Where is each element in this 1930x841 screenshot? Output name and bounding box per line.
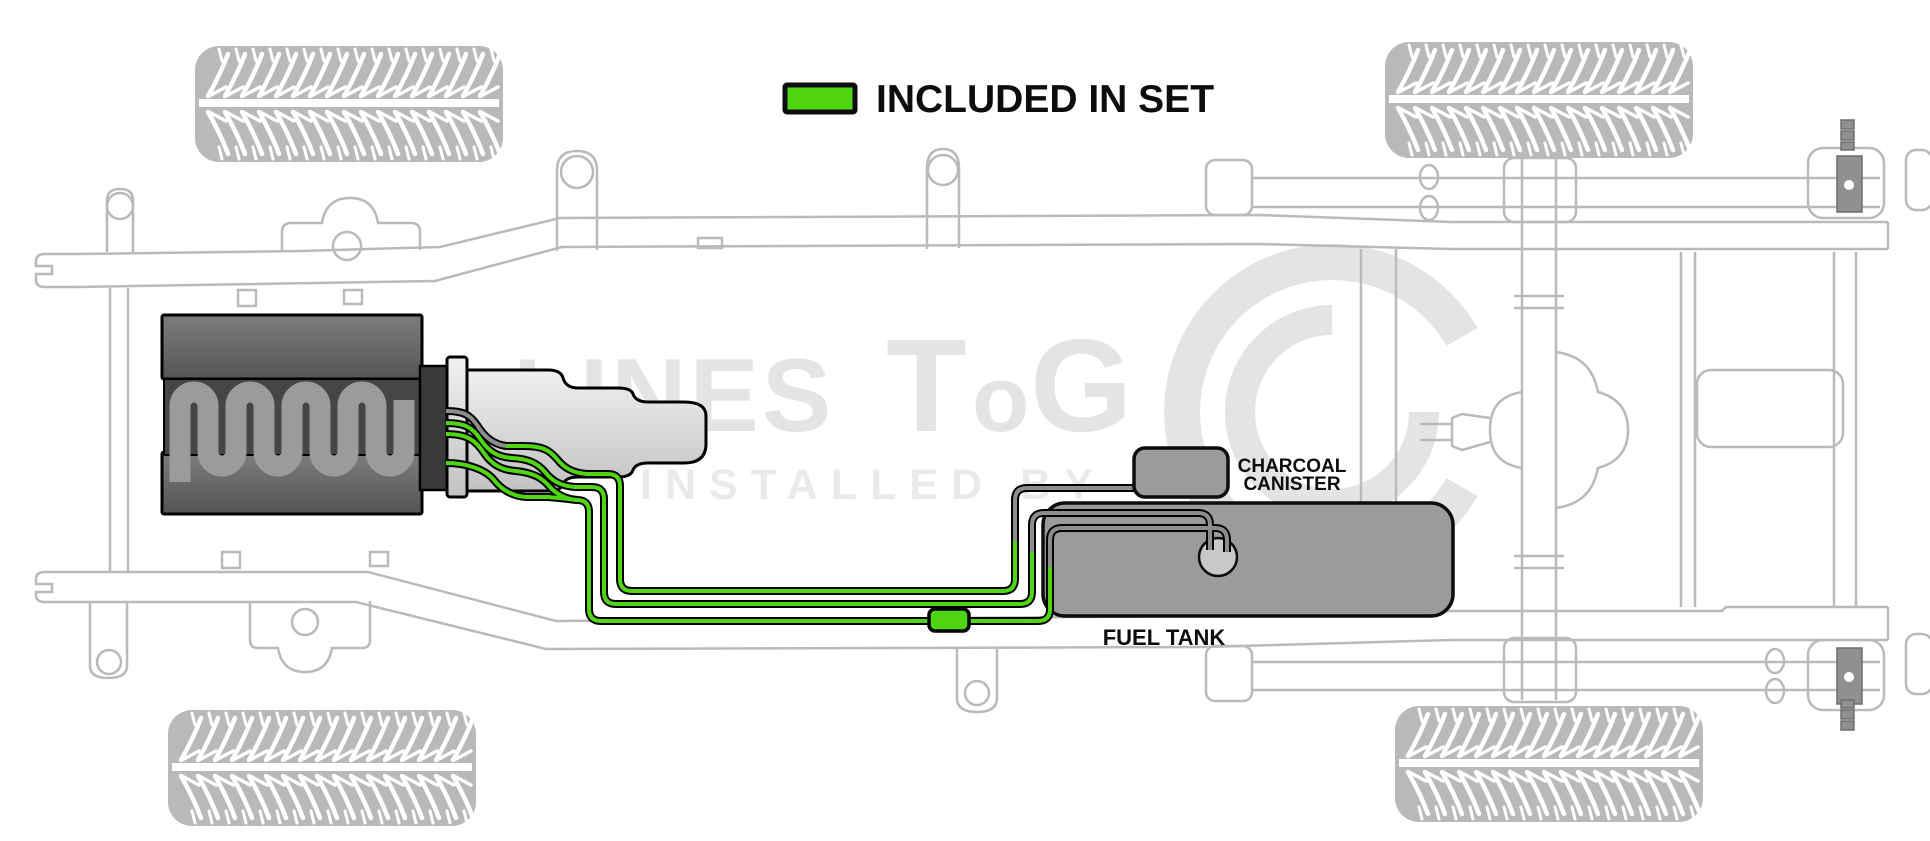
mount-hole — [290, 607, 320, 637]
body-mount-bracket — [555, 149, 599, 251]
watermark-brand-text: T — [886, 312, 967, 459]
body-mount-bracket — [248, 601, 372, 674]
tank-feed-line — [1030, 511, 1212, 552]
spring-hanger — [1204, 644, 1254, 703]
mount-stub — [236, 288, 258, 308]
spring-hanger — [1204, 158, 1254, 217]
included-line — [445, 421, 1034, 606]
frame-rail-left — [77, 213, 1890, 289]
mount-stub — [220, 550, 242, 570]
tire-front-left — [195, 46, 503, 162]
rear-axle — [1520, 140, 1558, 700]
line-clamp-fitting — [927, 607, 971, 633]
watermark-brand-text: o — [972, 346, 1029, 451]
bumper-bracket — [1904, 632, 1930, 696]
watermark-swoosh-inner — [1225, 305, 1439, 519]
mount-hole — [105, 191, 135, 221]
canister-line — [1013, 486, 1137, 541]
mount-stub — [368, 550, 390, 568]
charcoal-canister-label-line2: CANISTER — [1243, 474, 1340, 495]
fuel-tank-label: FUEL TANK — [1103, 625, 1226, 650]
crossmember-rear-1 — [1679, 252, 1697, 607]
body-mount-bracket — [955, 649, 999, 714]
included-line — [445, 432, 1052, 623]
axle-flange-lines — [1514, 294, 1564, 570]
rear-frame-box — [1695, 368, 1845, 449]
u-bolt-plate — [1502, 156, 1578, 224]
engine-stub-line — [445, 409, 507, 448]
legend-label: INCLUDED IN SET — [876, 78, 1214, 121]
legend: INCLUDED IN SET — [782, 78, 1214, 121]
mount-hole — [963, 679, 991, 707]
u-bolt-plate — [1502, 636, 1578, 704]
mount-hole — [926, 153, 960, 187]
valve-cover-left — [160, 313, 424, 381]
spring-clamp — [1764, 647, 1786, 675]
tank-feed-line — [1048, 526, 1229, 567]
rail-notch — [696, 236, 724, 250]
body-mount-bracket — [88, 602, 129, 680]
frame-rail-right — [78, 570, 1890, 651]
bellhousing — [418, 364, 450, 492]
differential-yoke — [1420, 412, 1491, 452]
body-mount-bracket — [105, 187, 135, 252]
shackle-hardware — [1836, 119, 1863, 731]
mount-hole — [559, 154, 595, 190]
differential-housing — [1488, 350, 1630, 510]
body-mount-bracket — [280, 196, 422, 251]
leaf-spring-left-rear — [1252, 176, 1880, 209]
watermark-brand-text: G — [1030, 312, 1133, 459]
included-line — [506, 444, 1017, 593]
mount-hole — [331, 230, 363, 262]
intake-manifold-runners — [169, 381, 415, 482]
leaf-spring-right-rear — [1252, 660, 1880, 692]
charcoal-canister-label-line1: CHARCOAL — [1238, 456, 1347, 477]
fuel-lines — [445, 407, 1231, 625]
tire-rear-right — [1395, 706, 1703, 822]
crossmember-front — [108, 288, 130, 572]
fuel-pump-sender — [1197, 536, 1239, 578]
fuel-tank — [1041, 501, 1455, 618]
fuel-line-cores — [445, 409, 1229, 623]
mount-hole — [95, 648, 123, 676]
tow-hook-front-left — [34, 252, 78, 289]
tire-rear-left — [1385, 42, 1693, 158]
tire-front-right — [168, 710, 476, 826]
mount-stub — [342, 288, 364, 306]
body-mount-bracket — [925, 147, 961, 249]
spring-clamp — [1418, 194, 1440, 222]
crossmember-rear-2 — [1832, 252, 1858, 607]
legend-swatch — [782, 82, 858, 115]
bumper-bracket — [1904, 148, 1930, 212]
spring-clamp — [1764, 677, 1786, 705]
spring-clamp — [1418, 163, 1440, 191]
charcoal-canister — [1132, 446, 1230, 499]
tow-hook-front-right — [34, 570, 78, 604]
engine — [160, 313, 450, 516]
